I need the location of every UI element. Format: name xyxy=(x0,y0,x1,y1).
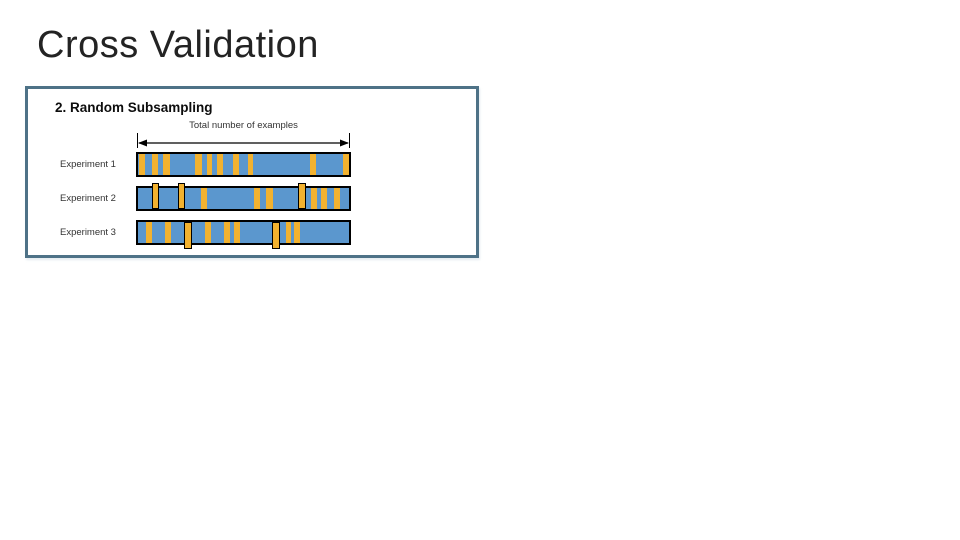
test-sample-stripe xyxy=(224,222,230,243)
experiment-row: Experiment 1 xyxy=(28,152,476,177)
test-sample-stripe xyxy=(207,154,212,175)
test-sample-stripe xyxy=(286,222,291,243)
test-sample-stripe xyxy=(266,188,273,209)
panel-heading: 2. Random Subsampling xyxy=(55,100,213,115)
experiment-row: Experiment 2 xyxy=(28,183,476,211)
test-sample-stripe xyxy=(184,222,192,249)
test-sample-stripe xyxy=(343,154,349,175)
experiment-label: Experiment 3 xyxy=(60,227,116,238)
test-sample-stripe xyxy=(178,183,185,209)
test-sample-stripe xyxy=(234,222,240,243)
test-sample-stripe xyxy=(146,222,152,243)
random-subsampling-panel: 2. Random Subsampling Total number of ex… xyxy=(25,86,479,258)
experiment-label: Experiment 2 xyxy=(60,193,116,204)
test-sample-stripe xyxy=(272,222,280,249)
experiment-row: Experiment 3 xyxy=(28,220,476,249)
test-sample-stripe xyxy=(294,222,300,243)
test-sample-stripe xyxy=(139,154,145,175)
test-sample-stripe xyxy=(195,154,202,175)
test-sample-stripe xyxy=(310,154,316,175)
sample-bar xyxy=(136,183,351,211)
test-sample-stripe xyxy=(254,188,260,209)
test-sample-stripe xyxy=(298,183,306,209)
test-sample-stripe xyxy=(217,154,223,175)
total-examples-arrow-area: Total number of examples xyxy=(136,120,351,148)
test-sample-stripe xyxy=(152,183,159,209)
test-sample-stripe xyxy=(311,188,317,209)
sample-bar xyxy=(136,152,351,177)
test-sample-stripe xyxy=(334,188,340,209)
slide-title: Cross Validation xyxy=(37,24,319,66)
test-sample-stripe xyxy=(201,188,207,209)
test-sample-stripe xyxy=(321,188,327,209)
experiment-rows: Experiment 1 Experiment 2 Experiment 3 xyxy=(28,152,476,254)
test-sample-stripe xyxy=(165,222,171,243)
test-sample-stripe xyxy=(152,154,158,175)
experiment-label: Experiment 1 xyxy=(60,159,116,170)
double-arrow-icon xyxy=(137,133,350,148)
arrow-label: Total number of examples xyxy=(189,120,298,131)
test-sample-stripe xyxy=(205,222,211,243)
test-sample-stripe xyxy=(233,154,239,175)
sample-bar xyxy=(136,220,351,249)
test-sample-stripe xyxy=(248,154,253,175)
test-sample-stripe xyxy=(163,154,170,175)
